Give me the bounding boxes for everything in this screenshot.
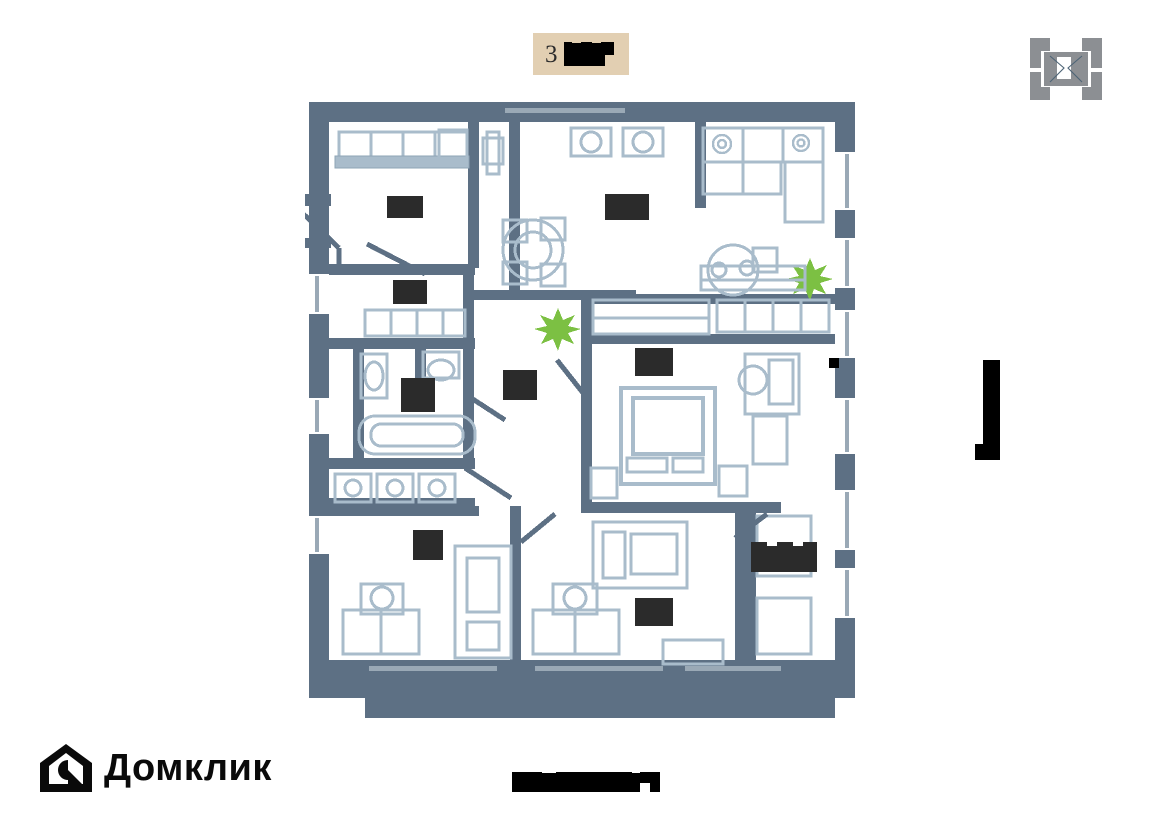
scale-bar-horizontal — [975, 444, 1000, 460]
plant-corridor — [534, 308, 581, 351]
desk-center — [591, 520, 689, 590]
entry-wall-jog — [305, 194, 331, 248]
nightstand-center — [661, 638, 725, 666]
kitchen-right-counter — [701, 126, 825, 224]
bed-center — [531, 582, 621, 656]
redacted-room-label-bedroom-center — [635, 598, 673, 626]
caption-gap-1 — [542, 766, 556, 773]
redaction-notch-loggia-2 — [793, 538, 803, 546]
redacted-room-label-corridor — [503, 370, 537, 400]
wall-marker-right — [829, 358, 839, 368]
apartment-floor-plan — [305, 98, 865, 728]
redacted-plan-caption — [512, 766, 660, 792]
living-sofa-group — [619, 386, 717, 486]
living-armchairs — [589, 464, 749, 500]
hall-wardrobe — [363, 308, 467, 338]
dining-chairs-top — [569, 126, 665, 158]
plan-title-badge: 3 — [533, 33, 629, 75]
bedroom-door-swings — [519, 512, 769, 544]
room-count-number: 3 — [545, 40, 558, 68]
kitchen-island-right — [706, 243, 779, 297]
bathtub — [357, 414, 477, 456]
house-logo-icon — [40, 744, 92, 792]
caption-gap-2 — [640, 783, 650, 792]
kitchen-appliance-block — [437, 128, 469, 162]
redaction-notch — [604, 55, 614, 66]
coffee-table — [625, 456, 705, 474]
bathroom-toilet — [359, 352, 389, 400]
living-shelf-top — [591, 298, 711, 336]
redaction-notch-loggia — [767, 538, 777, 546]
redacted-title-text — [563, 37, 614, 66]
entry-corridor-fixture — [481, 130, 505, 176]
north-compass-indicator — [1030, 38, 1102, 100]
redacted-room-label-loggia — [751, 542, 817, 572]
hall-door-swing — [365, 241, 427, 277]
wardrobe-bedroom-left — [453, 544, 513, 660]
scale-bar-vertical — [983, 360, 1000, 460]
domclick-logo[interactable]: Домклик — [38, 742, 272, 794]
redacted-room-label-living — [635, 348, 673, 376]
redacted-room-label-hall — [393, 280, 427, 304]
window-glazing — [315, 108, 849, 671]
living-cabinet-right — [715, 298, 831, 334]
stove-burners — [791, 133, 811, 153]
kitchen-sink-right — [711, 133, 733, 155]
redacted-room-label-bedroom-left — [413, 530, 443, 560]
side-table-right — [751, 414, 789, 466]
redacted-room-label-kitchen-living — [605, 194, 649, 220]
dining-table-round — [501, 216, 567, 288]
media-console — [699, 264, 807, 292]
armchair-side-right — [737, 352, 801, 416]
bathroom-sink — [421, 350, 461, 382]
entry-door-swing — [305, 212, 342, 266]
bed-left — [341, 582, 421, 656]
interior-walls — [329, 122, 836, 686]
kitchen-counter-run — [334, 155, 470, 169]
corridor-door-swings — [463, 358, 589, 501]
laundry-appliances — [333, 472, 457, 504]
logo-wordmark: Домклик — [104, 746, 272, 789]
redacted-room-label-kitchen — [387, 196, 423, 218]
redacted-room-label-bathroom — [401, 378, 435, 412]
